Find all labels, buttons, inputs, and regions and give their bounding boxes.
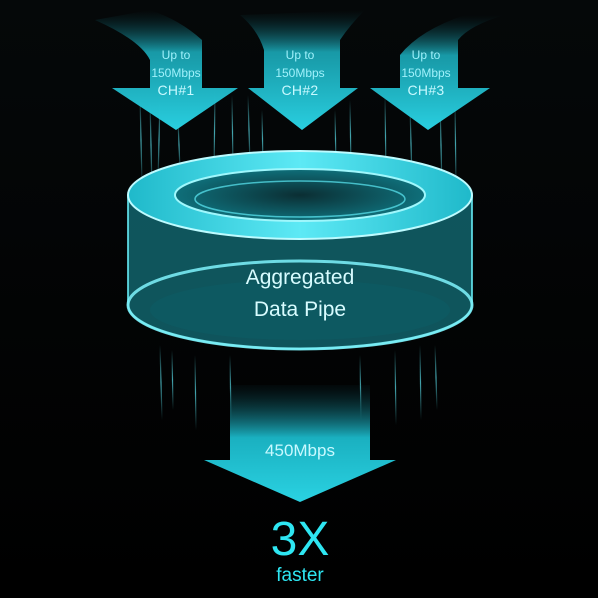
input-label-ch3: Up to 150Mbps CH#3 xyxy=(371,48,481,98)
input-channel-label: CH#1 xyxy=(157,82,195,98)
arrow-ch2-shape xyxy=(240,10,365,130)
input-up-label: Up to xyxy=(285,48,315,62)
input-up-label: Up to xyxy=(161,48,191,62)
speed-multiplier: 3X xyxy=(270,513,330,566)
ring-inner-opening xyxy=(175,169,425,221)
output-arrow-shape xyxy=(204,385,396,502)
input-rate-label: 150Mbps xyxy=(275,66,325,80)
speed-caption: faster xyxy=(276,565,324,586)
input-channel-label: CH#3 xyxy=(407,82,445,98)
input-rate-label: 150Mbps xyxy=(401,66,451,80)
input-up-label: Up to xyxy=(411,48,441,62)
output-arrow xyxy=(204,385,396,502)
pipe-label: Aggregated Data Pipe xyxy=(170,262,430,326)
arrow-ch1-shape xyxy=(95,10,238,130)
input-rate-label: 150Mbps xyxy=(151,66,201,80)
input-arrow-ch3 xyxy=(370,15,505,130)
pipe-label-line1: Aggregated xyxy=(245,266,355,289)
pipe-label-line2: Data Pipe xyxy=(253,298,347,321)
input-label-ch1: Up to 150Mbps CH#1 xyxy=(121,48,231,98)
input-arrow-ch2 xyxy=(240,10,365,130)
input-label-ch2: Up to 150Mbps CH#2 xyxy=(245,48,355,98)
output-rate-label: 450Mbps xyxy=(265,441,335,460)
input-arrow-ch1 xyxy=(95,10,238,130)
arrow-ch3-shape xyxy=(370,15,505,130)
data-pipe-ring xyxy=(126,150,474,351)
input-channel-label: CH#2 xyxy=(281,82,319,98)
